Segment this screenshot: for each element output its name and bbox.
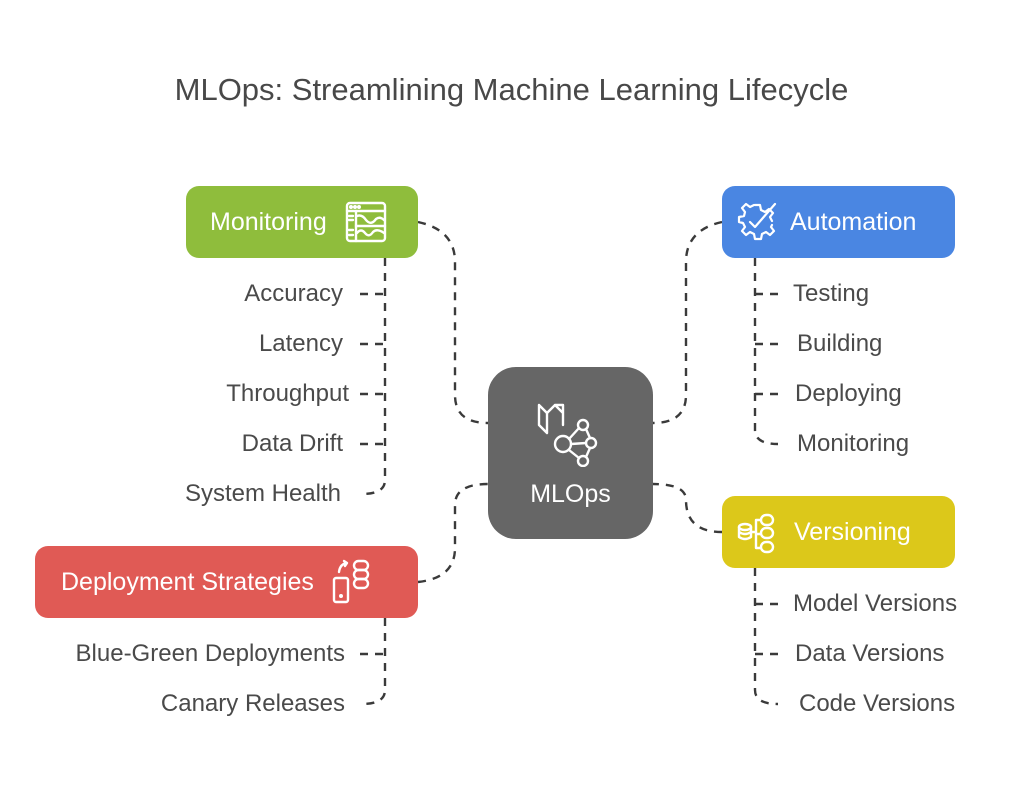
mlops-label: MLOps [530, 480, 611, 508]
connector-deployment [417, 482, 489, 584]
connector-monitoring-trunk [361, 258, 387, 496]
mlops-center-node[interactable]: MLOps [488, 367, 653, 539]
monitoring-label: Monitoring [210, 207, 327, 236]
connector-automation [652, 220, 723, 425]
versioning-label: Versioning [794, 517, 911, 546]
dashboard-chart-icon [344, 200, 388, 244]
ml-network-icon [535, 401, 607, 474]
deployment-item: Canary Releases [160, 690, 345, 717]
automation-node[interactable]: Automation [722, 186, 955, 258]
automation-label: Automation [790, 207, 917, 236]
monitoring-item: Accuracy [244, 280, 343, 307]
diagram-title: MLOps: Streamlining Machine Learning Lif… [174, 72, 849, 107]
automation-item: Monitoring [797, 430, 910, 457]
monitoring-item: Data Drift [241, 430, 343, 457]
monitoring-item: Throughput [226, 380, 349, 407]
deployment-item: Blue-Green Deployments [75, 640, 345, 667]
monitoring-node[interactable]: Monitoring [186, 186, 418, 258]
connector-deployment-trunk [361, 618, 387, 706]
monitoring-item: Latency [258, 330, 343, 357]
automation-item: Testing [793, 280, 870, 307]
connector-versioning [652, 482, 723, 534]
connector-versioning-trunk [753, 568, 779, 706]
connector-automation-trunk [753, 258, 779, 446]
monitoring-item: System Health [184, 480, 341, 507]
deployment-label: Deployment Strategies [61, 567, 314, 596]
gear-check-icon [736, 200, 780, 244]
automation-item: Building [797, 330, 883, 357]
versioning-item: Code Versions [799, 690, 956, 717]
versioning-item: Data Versions [795, 640, 945, 667]
database-tree-icon [736, 510, 780, 554]
automation-item: Deploying [795, 380, 902, 407]
device-deploy-icon [330, 558, 374, 606]
connector-monitoring [417, 220, 489, 425]
deployment-node[interactable]: Deployment Strategies [35, 546, 418, 618]
versioning-item: Model Versions [793, 590, 958, 617]
versioning-node[interactable]: Versioning [722, 496, 955, 568]
